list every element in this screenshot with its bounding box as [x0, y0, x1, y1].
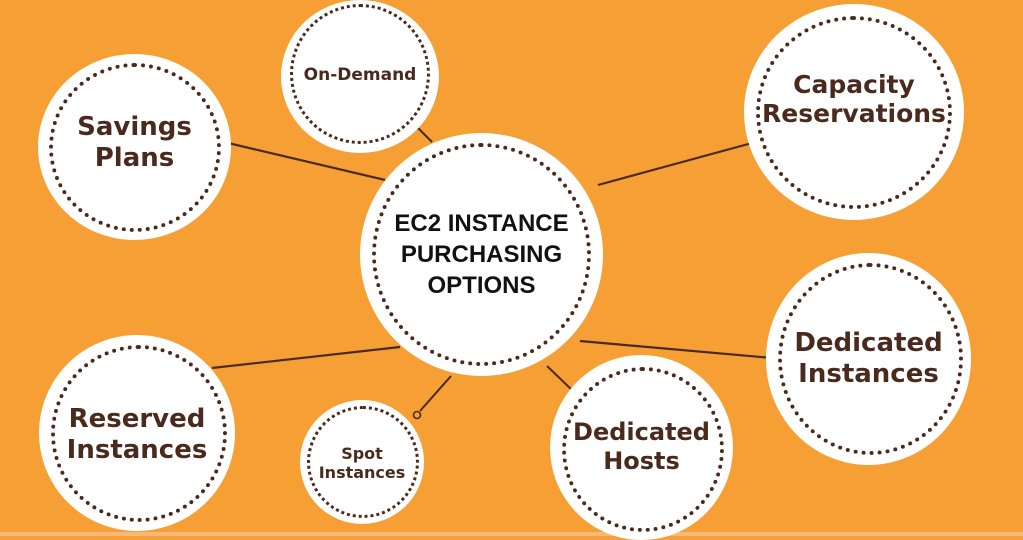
center-node: EC2 INSTANCE PURCHASING OPTIONS	[360, 133, 603, 376]
node-savings-plans: Savings Plans	[38, 54, 231, 240]
connector-spot-instances	[419, 375, 452, 412]
connector-savings-plans	[227, 141, 386, 182]
dotted-ring	[290, 4, 430, 144]
node-on-demand: On-Demand	[281, 0, 439, 153]
node-label-dedicated-hosts: Dedicated Hosts	[573, 418, 710, 475]
connector-dedicated-hosts	[546, 365, 573, 391]
dotted-ring	[51, 345, 227, 522]
node-dedicated-instances: Dedicated Instances	[766, 253, 971, 465]
node-spot-instances: Spot Instances	[300, 400, 424, 524]
dotted-ring	[307, 406, 419, 518]
node-label-savings-plans: Savings Plans	[77, 112, 192, 173]
node-label-on-demand: On-Demand	[303, 65, 417, 86]
center-title: EC2 INSTANCE PURCHASING OPTIONS	[394, 209, 569, 300]
connector-end-marker	[412, 410, 422, 420]
dotted-ring	[372, 143, 591, 366]
dotted-ring	[49, 63, 221, 232]
dotted-ring	[756, 16, 952, 209]
connector-capacity-reservations	[597, 141, 753, 187]
bottom-strip	[0, 532, 1023, 536]
node-label-dedicated-instances: Dedicated Instances	[794, 328, 943, 389]
connector-dedicated-instances	[579, 339, 773, 360]
dotted-ring	[778, 263, 963, 455]
connector-reserved-instances	[211, 345, 401, 370]
node-label-capacity-reservations: Capacity Reservations	[762, 69, 946, 129]
node-reserved-instances: Reserved Instances	[39, 335, 235, 531]
node-capacity-reservations: Capacity Reservations	[744, 4, 964, 220]
connector-on-demand	[417, 127, 433, 143]
node-label-reserved-instances: Reserved Instances	[66, 404, 208, 465]
node-dedicated-hosts: Dedicated Hosts	[550, 355, 733, 540]
dotted-ring	[562, 367, 724, 532]
node-label-spot-instances: Spot Instances	[318, 444, 406, 482]
